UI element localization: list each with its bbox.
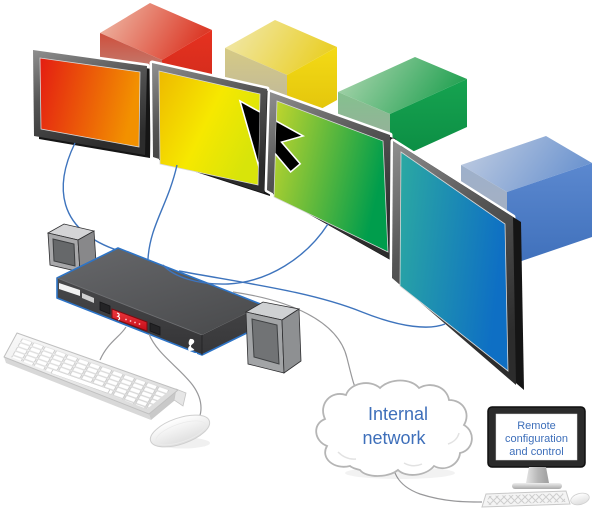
remote-label-line2: configuration xyxy=(505,433,568,445)
right-speaker-side xyxy=(281,308,302,374)
mouse xyxy=(149,414,211,448)
remote-mouse xyxy=(570,492,590,506)
channel-button-right xyxy=(149,322,161,336)
cloud-shading xyxy=(337,432,460,467)
right-speaker-grille xyxy=(251,318,280,365)
adder-logo-glyph xyxy=(188,338,195,352)
keyboard xyxy=(3,332,187,420)
left-speaker xyxy=(46,223,97,273)
kvm-switch xyxy=(56,247,264,357)
left-speaker-grille xyxy=(52,238,76,267)
remote-monitor-screen xyxy=(495,413,578,461)
brand-label-2 xyxy=(82,293,94,303)
adder-logo-text-line2 xyxy=(187,355,196,357)
cube-green-top xyxy=(338,57,467,114)
keyboard-thickness xyxy=(4,357,151,420)
monitor-3-screen xyxy=(273,100,389,253)
cube-green-right xyxy=(390,79,467,162)
channel-button-left xyxy=(99,301,111,315)
viper-glyph xyxy=(116,312,121,321)
mouse-body xyxy=(149,414,211,448)
kvm-switch-front-edge xyxy=(56,277,203,336)
monitor-4-screen xyxy=(399,151,509,372)
network-cloud: Internal network xyxy=(315,379,473,479)
remote-pc: Remote configuration and control xyxy=(481,406,590,508)
remote-monitor-base xyxy=(512,483,562,489)
brand-label xyxy=(59,283,80,296)
video-cable-4 xyxy=(178,270,446,328)
video-cables xyxy=(147,164,446,328)
monitor-4 xyxy=(389,138,524,390)
kvm-switch-top xyxy=(57,248,263,335)
monitor-1-screen xyxy=(39,57,141,148)
cube-yellow-top xyxy=(225,20,337,75)
remote-label-line3: and control xyxy=(509,446,563,458)
cloud-label-line1: Internal xyxy=(368,404,428,424)
cube-blue-top xyxy=(461,136,592,192)
monitor-1 xyxy=(30,47,152,158)
remote-label-line1: Remote xyxy=(517,420,556,432)
adder-logo-text-line xyxy=(186,353,197,355)
keyboard-cable xyxy=(99,326,127,361)
keyboard-keys xyxy=(11,338,170,409)
cube-blue-right xyxy=(507,163,592,266)
led-3 xyxy=(134,321,136,324)
adder-logo xyxy=(186,338,197,357)
status-display-panel xyxy=(111,308,148,332)
keyboard-foot xyxy=(173,388,187,407)
spacebar-key xyxy=(50,369,111,394)
cube-red-top xyxy=(100,3,212,60)
remote-monitor-neck xyxy=(526,467,549,483)
led-2 xyxy=(129,320,132,322)
remote-keyboard-keys xyxy=(486,493,566,505)
mouse-highlight xyxy=(155,420,206,446)
video-cable-2 xyxy=(147,164,178,260)
led-1 xyxy=(125,318,127,321)
monitor-2-screen xyxy=(158,70,261,186)
cloud-shape xyxy=(315,379,473,477)
status-display xyxy=(111,308,148,332)
video-cable-1 xyxy=(62,142,127,254)
monitor-2 xyxy=(149,60,273,196)
cloud-label-line2: network xyxy=(362,428,426,448)
remote-mouse-body xyxy=(570,492,590,506)
video-cable-3 xyxy=(162,223,329,285)
right-speaker xyxy=(244,301,302,374)
keyboard-thickness-right xyxy=(149,390,180,420)
led-4 xyxy=(138,323,141,325)
